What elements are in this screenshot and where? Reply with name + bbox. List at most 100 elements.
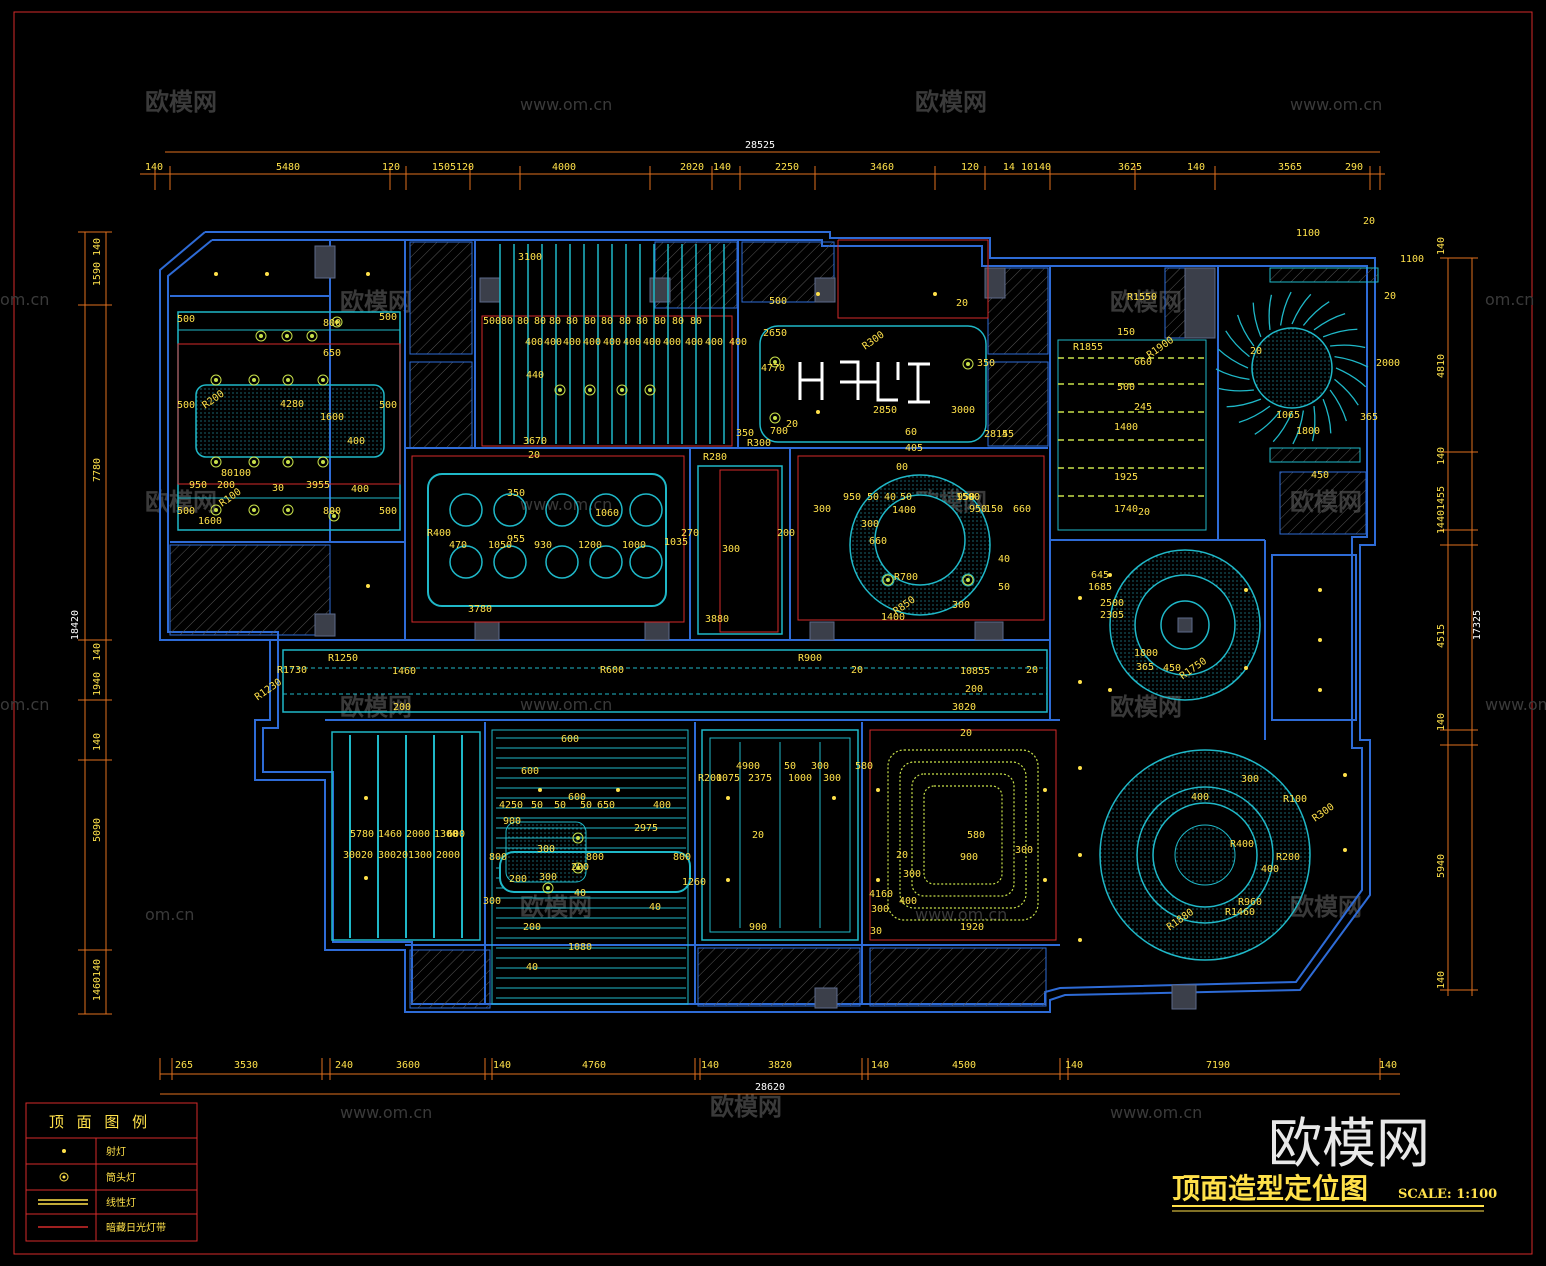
dimension-label: 80 bbox=[517, 316, 529, 327]
dimension-label: 400 bbox=[583, 337, 601, 348]
legend-label-strip: 暗藏日光灯带 bbox=[106, 1221, 166, 1234]
downlight-icon bbox=[876, 788, 880, 792]
room-right-linear bbox=[1057, 339, 1207, 531]
dimension-label: 200 bbox=[571, 862, 589, 873]
dimension-label: R900 bbox=[798, 653, 822, 664]
downlight-icon bbox=[214, 272, 218, 276]
room-circles bbox=[411, 455, 685, 623]
dimension-label: 140 bbox=[713, 162, 731, 173]
dimension-label: 500 bbox=[483, 316, 501, 327]
dimension-label: 140 bbox=[92, 643, 103, 661]
dimension-label: 3565 bbox=[1278, 162, 1302, 173]
dimension-label: 1060 bbox=[595, 508, 619, 519]
spotlight-icon bbox=[282, 456, 294, 468]
dimension-label: 700 bbox=[770, 426, 788, 437]
dimension-label: 400 bbox=[623, 337, 641, 348]
brand-logo: 欧模网 bbox=[1268, 1112, 1430, 1175]
dimension-label: 140 bbox=[1436, 237, 1447, 255]
dimension-label: 140 bbox=[871, 1060, 889, 1071]
dimension-label: 2000 bbox=[436, 850, 460, 861]
dimension-label: 20 bbox=[752, 830, 764, 841]
dimension-label: 3780 bbox=[468, 604, 492, 615]
structural-columns bbox=[314, 245, 1216, 1010]
drawing-title: 顶面造型定位图 bbox=[1172, 1172, 1368, 1205]
room-round-center bbox=[797, 455, 1045, 621]
downlight-icon bbox=[832, 796, 836, 800]
dimension-label: 500 bbox=[177, 400, 195, 411]
dimension-label: 2000 bbox=[1376, 358, 1400, 369]
dimension-label: 200 bbox=[217, 480, 235, 491]
dimension-label: 450 bbox=[1311, 470, 1329, 481]
dimension-label: 80 bbox=[501, 316, 513, 327]
dimension-label: 300 bbox=[1015, 845, 1033, 856]
dimension-label: 800 bbox=[586, 852, 604, 863]
dimension-label: 1590 140 bbox=[92, 238, 103, 286]
dimension-label: 290 bbox=[1345, 162, 1363, 173]
dimension-label: 5940 bbox=[1436, 854, 1447, 878]
dimension-label: 600 bbox=[568, 792, 586, 803]
dimension-label: 2500 bbox=[1100, 598, 1124, 609]
dimension-label: 1460 bbox=[378, 829, 402, 840]
downlight-icon bbox=[1078, 938, 1082, 942]
room-bottom-2 bbox=[491, 729, 691, 1005]
dimension-label: 3670 bbox=[523, 436, 547, 447]
dimension-label: 140 bbox=[1379, 1060, 1397, 1071]
dimension-label: 20 bbox=[1363, 216, 1375, 227]
dimension-label: R300 bbox=[1311, 802, 1337, 825]
dimension-label: 40 bbox=[649, 902, 661, 913]
room-round-right-upper bbox=[1109, 549, 1261, 701]
dimension-label: 140 bbox=[145, 162, 163, 173]
dimension-label: 1740 bbox=[1114, 504, 1138, 515]
watermark-text: www.om.cn bbox=[915, 905, 1007, 924]
bottom-total-dim: 28620 bbox=[755, 1082, 785, 1093]
dimension-label: 300 bbox=[722, 544, 740, 555]
dimension-label: 140 bbox=[701, 1060, 719, 1071]
dimension-label: 4000 bbox=[552, 162, 576, 173]
downlight-icon bbox=[816, 410, 820, 414]
downlight-icon bbox=[1318, 688, 1322, 692]
dimension-label: 20 bbox=[851, 665, 863, 676]
dimension-label: 400 bbox=[899, 896, 917, 907]
dimension-label: 1300 bbox=[434, 829, 458, 840]
dimension-label: 1080 bbox=[568, 942, 592, 953]
downlight-icon bbox=[876, 878, 880, 882]
dimension-label: 1685 bbox=[1088, 582, 1112, 593]
watermark-text: www.om.cn bbox=[1485, 695, 1546, 714]
spotlight-icon bbox=[317, 456, 329, 468]
dimension-label: 4250 bbox=[499, 800, 523, 811]
dimension-label: 50 bbox=[867, 492, 879, 503]
dimension-label: 1920 bbox=[960, 922, 984, 933]
dimension-label: 300 bbox=[537, 844, 555, 855]
spotlight-icon bbox=[572, 862, 584, 874]
spotlight-icon bbox=[962, 574, 974, 586]
right-total-dim: 17325 bbox=[1472, 610, 1483, 640]
dimension-label: 120 bbox=[961, 162, 979, 173]
dimension-label: 140 bbox=[1436, 971, 1447, 989]
dimension-label: R1855 bbox=[1073, 342, 1103, 353]
dimension-label: 2305 bbox=[1100, 610, 1124, 621]
dimension-label: 4760 bbox=[582, 1060, 606, 1071]
dimension-label: 5480 bbox=[276, 162, 300, 173]
dimension-label: 20 bbox=[896, 850, 908, 861]
dimension-label: 300 bbox=[823, 773, 841, 784]
dimension-label: 300 bbox=[813, 504, 831, 515]
dimension-label: 440 bbox=[526, 370, 544, 381]
dimension-label: 1000 bbox=[788, 773, 812, 784]
light-fixtures bbox=[210, 272, 1347, 942]
downlight-icon bbox=[1078, 766, 1082, 770]
dimension-label: 1000 bbox=[622, 540, 646, 551]
downlight-icon bbox=[265, 272, 269, 276]
dimension-label: 80 bbox=[654, 316, 666, 327]
dimension-label: 80100 bbox=[221, 468, 251, 479]
dimension-label: 2250 bbox=[775, 162, 799, 173]
dimension-label: R1550 bbox=[1127, 292, 1157, 303]
downlight-icon bbox=[616, 788, 620, 792]
watermark-text: om.cn bbox=[0, 695, 49, 714]
dimension-label: 20 bbox=[786, 419, 798, 430]
dimension-label: 660 bbox=[869, 536, 887, 547]
room-sunburst bbox=[1215, 267, 1379, 463]
spotlight-icon bbox=[306, 330, 318, 342]
dimension-label: 1940 bbox=[92, 672, 103, 696]
